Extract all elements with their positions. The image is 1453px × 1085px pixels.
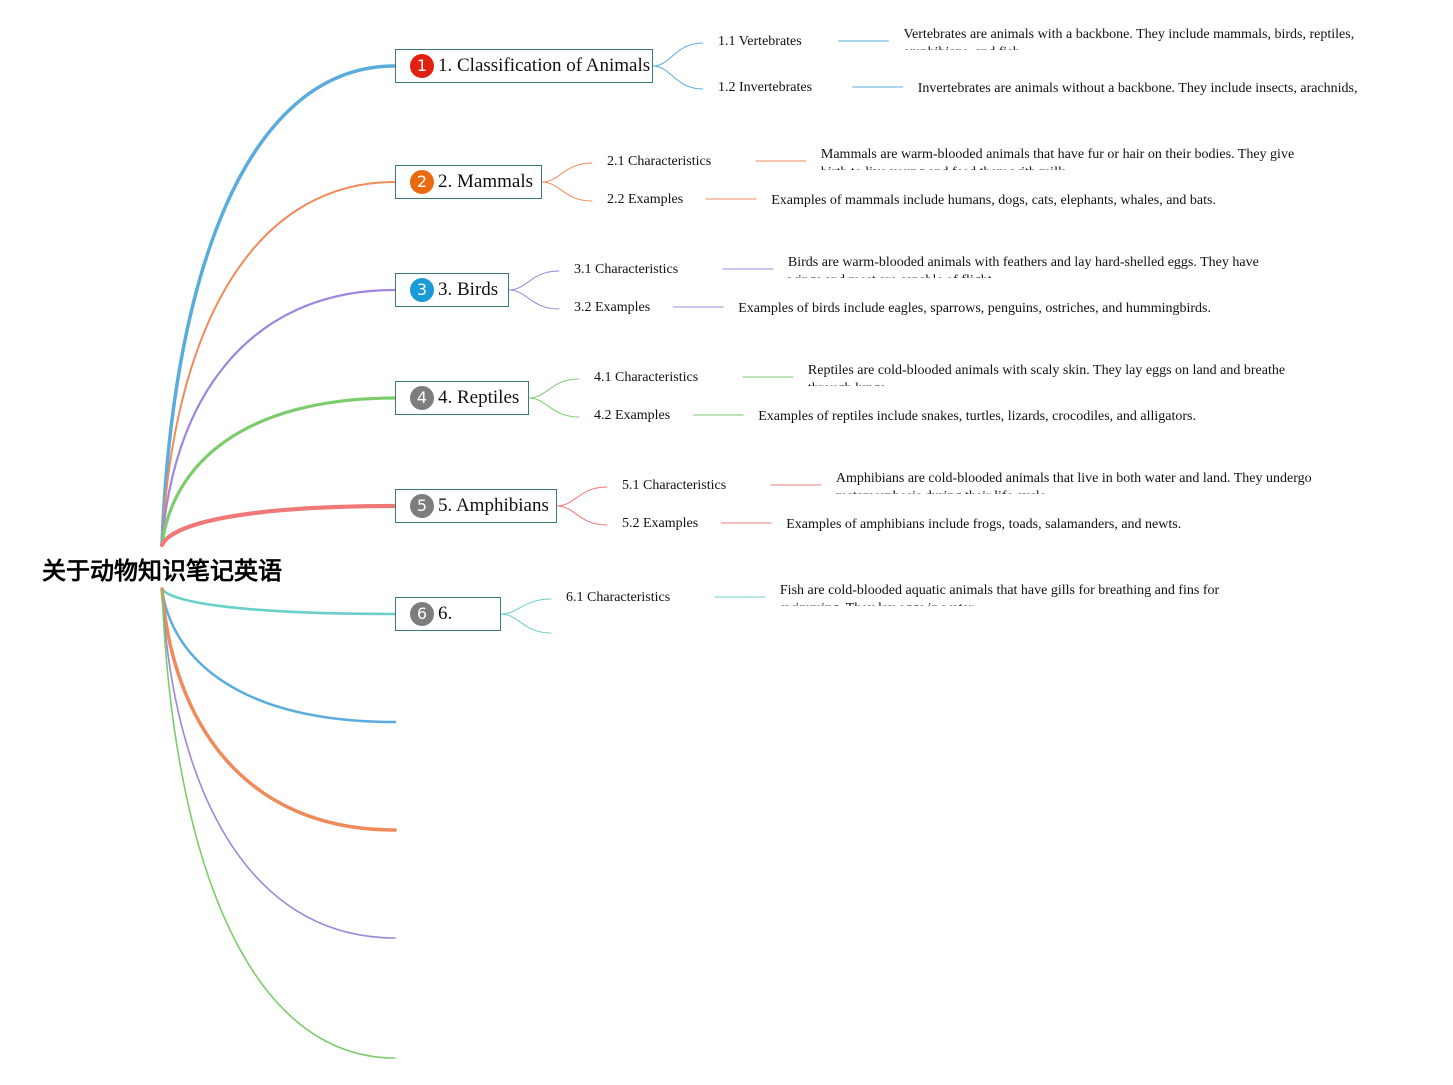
subtopic-4-1[interactable]: 4.1 Characteristics (594, 370, 699, 385)
sub-connector-3-1 (508, 270, 560, 291)
sub-connector-1-2 (652, 65, 704, 90)
number-badge-icon: 4 (410, 386, 434, 410)
sub-connector-5-2 (556, 505, 608, 526)
sub-connector-2-2 (541, 181, 593, 202)
subtopic-1-2[interactable]: 1.2 Invertebrates (718, 80, 813, 95)
sub-connector-4-1 (528, 378, 580, 399)
subtopic-3-2[interactable]: 3.2 Examples (574, 300, 651, 315)
sub-connector-4-2 (528, 397, 580, 418)
branch-line-4 (160, 396, 397, 547)
subtopic-3-1[interactable]: 3.1 Characteristics (574, 262, 679, 277)
description-3-2: Examples of birds include eagles, sparro… (738, 301, 1211, 316)
subtopic-2-2[interactable]: 2.2 Examples (607, 192, 684, 207)
sub-connector-1-1 (652, 42, 704, 67)
description-3-1: Birds are warm-blooded animals with feat… (787, 255, 1259, 278)
number-badge-icon: 6 (410, 602, 434, 626)
subtopic-5-1[interactable]: 5.1 Characteristics (622, 478, 727, 493)
subtopic-4-2[interactable]: 4.2 Examples (594, 408, 671, 423)
description-2-2: Examples of mammals include humans, dogs… (771, 193, 1216, 208)
empty-branch-line-1 (160, 587, 397, 724)
branch-line-5 (159, 503, 398, 548)
description-5-2: Examples of amphibians include frogs, to… (786, 517, 1182, 532)
subtopic-1-1[interactable]: 1.1 Vertebrates (718, 34, 802, 49)
sub-connector-3-2 (508, 289, 560, 310)
branch-line-1 (160, 64, 397, 547)
empty-branch-line-2 (160, 587, 397, 832)
branch-line-3 (160, 288, 397, 547)
topic-label: 6. (438, 603, 453, 624)
description-4-1: Reptiles are cold-blooded animals with s… (807, 363, 1286, 386)
sub-connector-2-1 (541, 162, 593, 183)
description-1-1: Vertebrates are animals with a backbone.… (903, 27, 1355, 50)
root-topic[interactable]: 关于动物知识笔记英语 (42, 557, 282, 585)
description-2-1: Mammals are warm-blooded animals that ha… (820, 147, 1295, 170)
topic-label: 5. Amphibians (438, 495, 549, 516)
sub-connector-6-1 (500, 598, 552, 615)
topic-label: 4. Reptiles (438, 387, 520, 408)
subtopic-5-2[interactable]: 5.2 Examples (622, 516, 699, 531)
subtopic-6-1[interactable]: 6.1 Characteristics (566, 590, 671, 605)
sub-connector-5-1 (556, 486, 608, 507)
topic-label: 2. Mammals (438, 171, 533, 192)
subtopic-2-1[interactable]: 2.1 Characteristics (607, 154, 712, 169)
description-5-1: Amphibians are cold-blooded animals that… (835, 471, 1312, 494)
empty-branch-line-4 (161, 588, 396, 1059)
number-badge-icon: 2 (410, 170, 434, 194)
number-badge-icon: 1 (410, 54, 434, 78)
topic-label: 3. Birds (438, 279, 499, 300)
number-badge-icon: 5 (410, 494, 434, 518)
description-6-1: Fish are cold-blooded aquatic animals th… (779, 583, 1220, 606)
description-4-2: Examples of reptiles include snakes, tur… (758, 409, 1196, 424)
topic-label: 1. Classification of Animals (438, 55, 651, 76)
number-badge-icon: 3 (410, 278, 434, 302)
empty-branch-line-3 (161, 588, 396, 939)
sub-connector-6-2 (500, 613, 552, 634)
branch-line-6 (160, 587, 397, 616)
description-1-2: Invertebrates are animals without a back… (917, 81, 1358, 100)
branch-line-2 (161, 181, 396, 546)
